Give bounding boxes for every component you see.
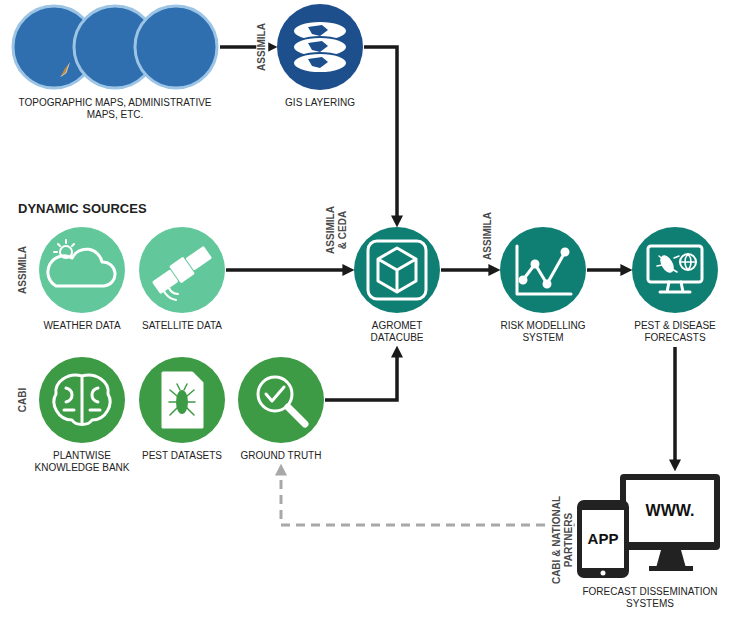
partner-tag: ASSIMILA [482,211,494,261]
node-shape [38,226,126,314]
node-shape [138,226,226,314]
satellite-circle: SATELLITE DATA [127,226,237,332]
gis-circle: GIS LAYERING [265,3,375,109]
partner-tag: CABI [17,387,29,413]
node-label: GIS LAYERING [265,97,375,109]
node-circle [354,227,440,313]
node-circle [238,357,324,443]
node-circle [277,4,363,90]
node-label: PEST & DISEASE FORECASTS [620,320,730,344]
flow-arrow [226,268,346,272]
partner-tag: ASSIMILA & CEDA [325,201,348,259]
node-icon [48,240,115,286]
node-shape [631,226,719,314]
node-icon [163,373,202,427]
node-icon [293,21,347,73]
weather-circle: WEATHER DATA [27,226,137,332]
knowledge-bank-circle: PLANTWISE KNOWLEDGE BANK [32,356,132,474]
node-circle [500,227,586,313]
forecast-circle: PEST & DISEASE FORECASTS [620,226,730,344]
partner-tag: ASSIMILA [17,245,29,295]
node-shape [575,470,725,580]
screen-text: APP [588,530,619,547]
node-label: GROUND TRUTH [231,450,331,462]
node-shape [499,226,587,314]
ground-truth-circle: GROUND TRUTH [231,356,331,462]
partner-tag: ASSIMILA [256,22,268,72]
feedback-arrow [281,472,575,525]
flow-arrow [364,47,397,219]
node-circle [632,227,718,313]
flow-arrow [673,347,677,463]
screen-text: WWW. [646,502,695,520]
node-shape [138,356,226,444]
node-circle [39,227,125,313]
node-label: SATELLITE DATA [127,320,237,332]
node-label: TOPOGRAPHIC MAPS, ADMINISTRATIVE MAPS, E… [8,97,222,121]
flow-arrow [441,268,492,272]
device-icons [577,474,720,578]
node-label: AGROMET DATACUBE [351,320,443,344]
node-shape [38,356,126,444]
node-icon [517,246,571,294]
datacube-circle: AGROMET DATACUBE [351,226,443,344]
node-circle [39,357,125,443]
node-shape [10,3,220,91]
flow-arrow [325,354,397,400]
section-heading: DYNAMIC SOURCES [18,202,147,217]
node-icon [152,245,211,300]
map-source: TOPOGRAPHIC MAPS, ADMINISTRATIVE MAPS, E… [8,3,222,121]
node-shape [353,226,441,314]
risk-model-circle: RISK MODELLING SYSTEM [488,226,598,344]
node-label: PLANTWISE KNOWLEDGE BANK [32,450,132,474]
pest-dataset-circle: PEST DATASETS [132,356,232,462]
globe-shape [135,6,217,88]
node-icon [258,377,305,424]
node-icon [54,375,110,424]
partner-tag: CABI & NATIONAL PARTNERS [551,489,574,591]
node-shape [237,356,325,444]
node-label: RISK MODELLING SYSTEM [488,320,598,344]
node-label: FORECAST DISSEMINATION SYSTEMS [575,586,725,610]
node-shape [276,3,364,91]
node-label: WEATHER DATA [27,320,137,332]
node-icon [648,246,702,292]
node-label: PEST DATASETS [132,450,232,462]
node-icon [368,241,426,299]
node-circle [139,227,225,313]
flow-arrow [587,268,624,272]
node-circle [139,357,225,443]
